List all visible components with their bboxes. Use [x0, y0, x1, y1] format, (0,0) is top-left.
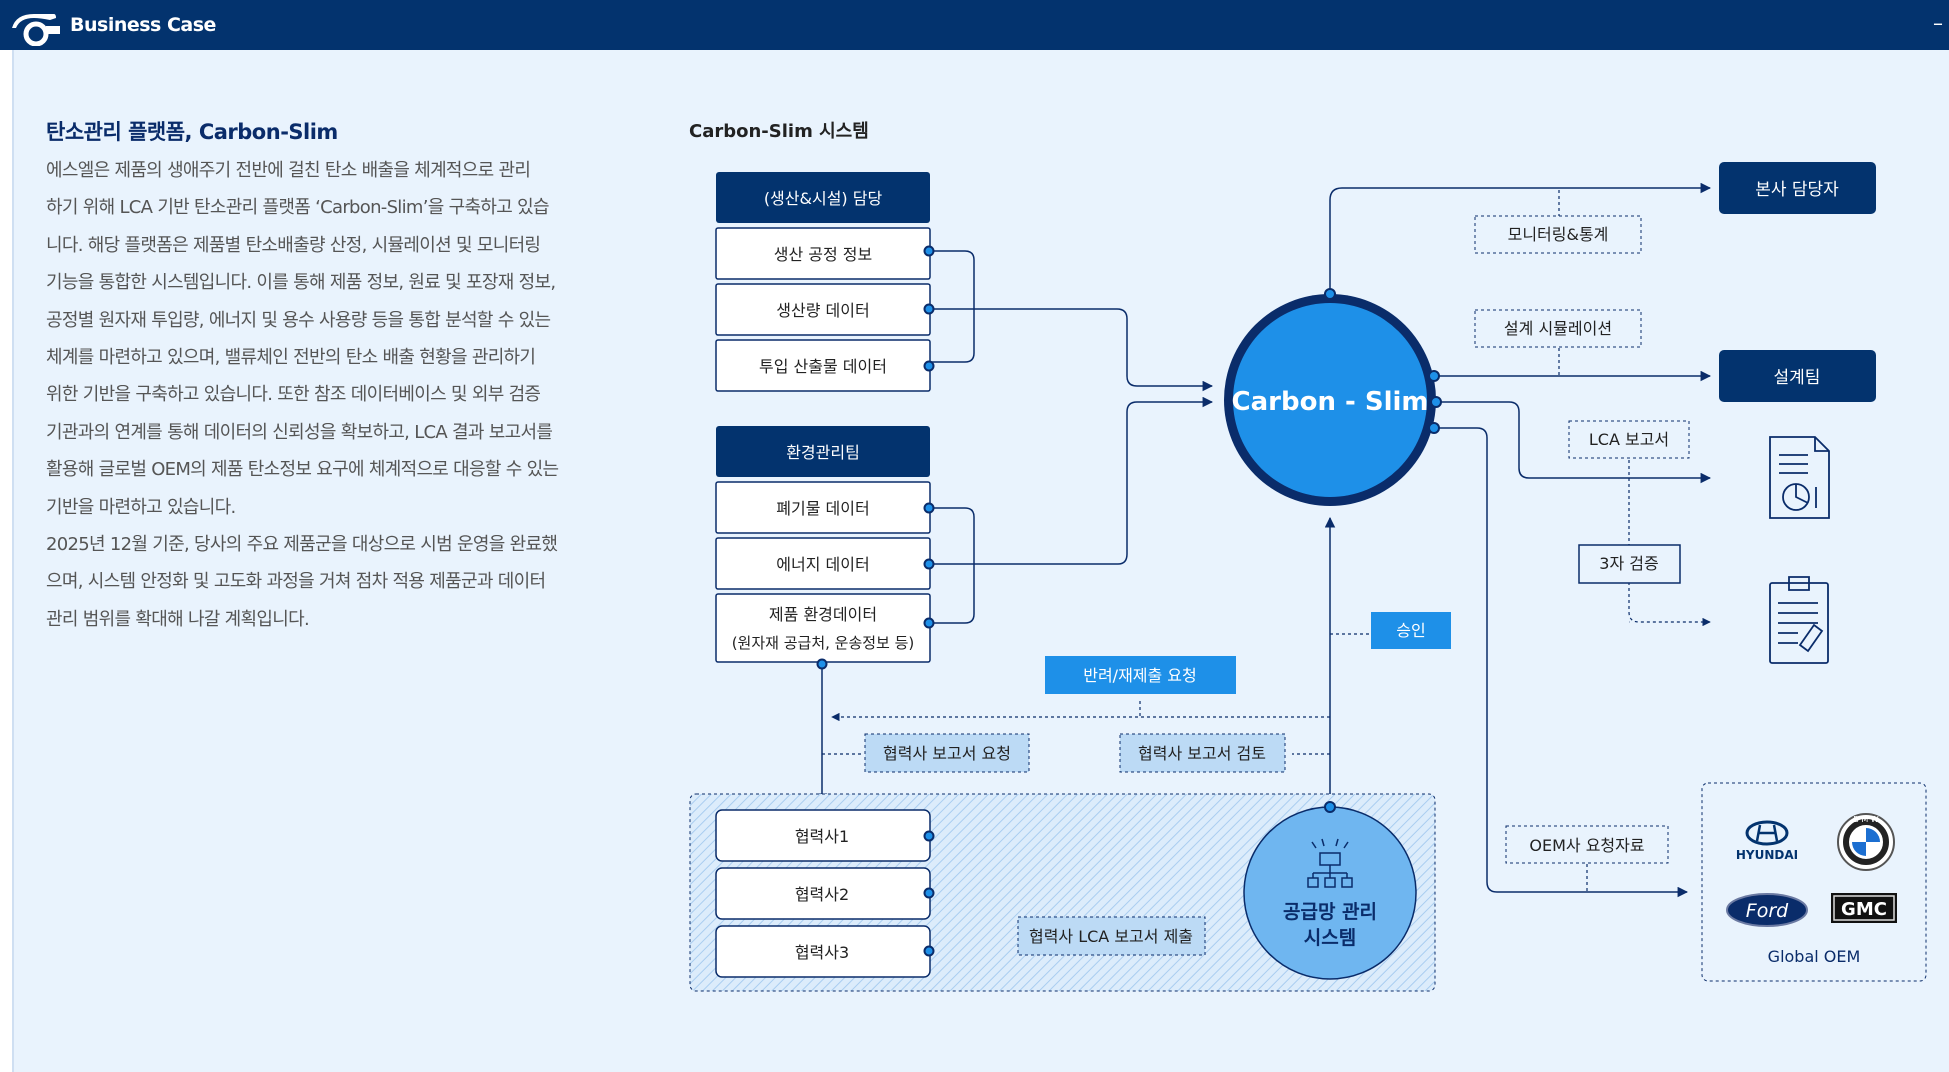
- monitoring-box: [1474, 215, 1642, 254]
- description-line: 하기 위해 LCA 기반 탄소관리 플랫폼 ‘Carbon-Slim’을 구축하…: [46, 197, 550, 219]
- approval-label: 승인: [1396, 621, 1425, 640]
- partner-submit-box: [1017, 916, 1206, 956]
- approval-badge: [1371, 612, 1451, 649]
- env-team-label: 환경관리팀: [786, 443, 860, 462]
- ford-logo: Ford: [1726, 893, 1808, 927]
- partner-label: 협력사3: [795, 943, 849, 962]
- partner-review-box: [1119, 733, 1286, 773]
- oem-request-box: [1505, 825, 1669, 864]
- env-item-sublabel: (원자재 공급처, 운송정보 등): [732, 634, 915, 652]
- bmw-logo: B M W: [1837, 813, 1895, 871]
- svg-text:GMC: GMC: [1841, 899, 1887, 920]
- third-party-label: 3자 검증: [1599, 554, 1658, 573]
- hq-box: [1719, 162, 1876, 214]
- carbon-slim-core: [1233, 303, 1427, 497]
- description-line: 관리 범위를 확대해 나갈 계획입니다.: [46, 608, 310, 630]
- section-heading: 탄소관리 플랫폼, Carbon-Slim: [46, 120, 338, 144]
- car-logo-icon: [12, 14, 60, 46]
- oem-label: Global OEM: [1768, 947, 1861, 966]
- env-item-label: 제품 환경데이터: [769, 605, 877, 624]
- reject-badge: [1045, 656, 1236, 694]
- partner-label: 협력사2: [795, 885, 849, 904]
- description-line: 기반을 마련하고 있습니다.: [46, 496, 236, 518]
- design-team-label: 설계팀: [1774, 368, 1821, 388]
- oem-request-label: OEM사 요청자료: [1529, 836, 1644, 855]
- description-line: 으며, 시스템 안정화 및 고도화 과정을 거쳐 점차 적용 제품군과 데이터: [46, 571, 546, 593]
- lca-report-box: [1568, 420, 1690, 459]
- simulation-box: [1474, 309, 1642, 348]
- description-line: 니다. 해당 플랫폼은 제품별 탄소배출량 산정, 시뮬레이션 및 모니터링: [46, 234, 541, 256]
- description-line: 체계를 마련하고 있으며, 밸류체인 전반의 탄소 배출 현황을 관리하기: [46, 347, 536, 369]
- description-line: 에스엘은 제품의 생애주기 전반에 걸친 탄소 배출을 체계적으로 관리: [46, 160, 531, 181]
- partner-submit-label: 협력사 LCA 보고서 제출: [1029, 927, 1193, 946]
- description-line: 2025년 12월 기준, 당사의 주요 제품군을 대상으로 시범 운영을 완료…: [46, 534, 558, 556]
- partner-request-label: 협력사 보고서 요청: [883, 744, 1011, 763]
- report-chart-icon: [1769, 436, 1830, 519]
- env-item-label: 에너지 데이터: [776, 555, 869, 574]
- svg-text:HYUNDAI: HYUNDAI: [1736, 848, 1798, 862]
- scm-label-line1: 공급망 관리: [1283, 901, 1377, 923]
- description-line: 공정별 원자재 투입량, 에너지 및 용수 사용량 등을 통합 분석할 수 있는: [46, 309, 551, 331]
- partner-review-label: 협력사 보고서 검토: [1138, 744, 1266, 763]
- gmc-logo: GMC: [1831, 893, 1897, 923]
- minimize-button[interactable]: –: [1933, 11, 1943, 35]
- diagram-title: Carbon-Slim 시스템: [689, 121, 869, 142]
- description-paragraph: 에스엘은 제품의 생애주기 전반에 걸친 탄소 배출을 체계적으로 관리 하기 …: [46, 152, 624, 638]
- scm-label-line2: 시스템: [1304, 927, 1356, 949]
- production-item-label: 생산량 데이터: [776, 301, 869, 320]
- app-title: Business Case: [70, 14, 216, 36]
- partner-label: 협력사1: [795, 827, 849, 846]
- partner-request-box: [864, 733, 1030, 773]
- third-party-box: [1578, 544, 1681, 584]
- svg-text:B M W: B M W: [1853, 815, 1878, 824]
- network-icon: [1307, 838, 1353, 888]
- hq-label: 본사 담당자: [1755, 180, 1839, 200]
- description-line: 기능을 통합한 시스템입니다. 이를 통해 제품 정보, 원료 및 포장재 정보…: [46, 272, 556, 294]
- simulation-label: 설계 시뮬레이션: [1504, 319, 1612, 338]
- production-team-header: [716, 172, 930, 223]
- production-team-label: (생산&시설) 담당: [764, 189, 883, 208]
- env-item-label: 폐기물 데이터: [776, 499, 869, 518]
- scm-circle: [1243, 806, 1417, 980]
- description-line: 위한 기반을 구축하고 있습니다. 또한 참조 데이터베이스 및 외부 검증: [46, 384, 541, 406]
- title-bar: Business Case –: [0, 0, 1949, 50]
- hyundai-logo: HYUNDAI: [1736, 820, 1798, 862]
- description-line: 활용해 글로벌 OEM의 제품 탄소정보 요구에 체계적으로 대응할 수 있는: [46, 459, 559, 481]
- production-item-label: 생산 공정 정보: [774, 245, 873, 264]
- env-team-header: [716, 426, 930, 477]
- design-team-box: [1719, 350, 1876, 402]
- report-clipboard-icon: [1769, 576, 1829, 664]
- lca-report-label: LCA 보고서: [1589, 430, 1669, 449]
- carbon-slim-label: Carbon - Slim: [1232, 387, 1429, 417]
- production-item-label: 투입 산출물 데이터: [759, 357, 887, 376]
- description-line: 기관과의 연계를 통해 데이터의 신뢰성을 확보하고, LCA 결과 보고서를: [46, 421, 553, 443]
- svg-text:Ford: Ford: [1746, 900, 1789, 922]
- reject-label: 반려/재제출 요청: [1083, 666, 1197, 685]
- monitoring-label: 모니터링&통계: [1508, 225, 1609, 244]
